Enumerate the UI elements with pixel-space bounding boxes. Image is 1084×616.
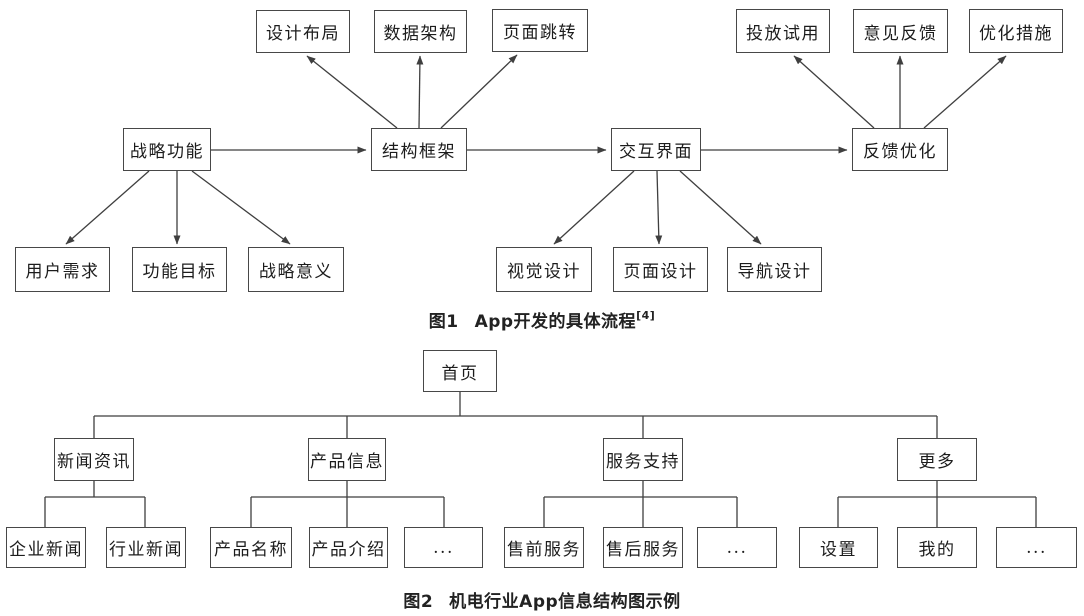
node-product-intro: 产品介绍 [309, 527, 388, 568]
figure1-caption-title: App开发的具体流程 [474, 312, 637, 332]
node-opinion-feedback: 意见反馈 [853, 9, 948, 53]
node-strategy-function: 战略功能 [123, 128, 211, 171]
figure2-caption: 图2 机电行业App信息结构图示例 [0, 587, 1084, 612]
node-structure-framework: 结构框架 [371, 128, 467, 171]
figure1-caption-reference: [4] [636, 309, 656, 323]
node-interaction-interface: 交互界面 [611, 128, 701, 171]
figure1-caption: 图1 App开发的具体流程[4] [0, 307, 1084, 332]
figure2-caption-title: 机电行业App信息结构图示例 [449, 592, 681, 612]
node-launch-trial: 投放试用 [736, 9, 830, 53]
node-optimization-measures: 优化措施 [969, 9, 1063, 53]
node-service-support: 服务支持 [603, 438, 683, 481]
node-page-jump: 页面跳转 [492, 9, 588, 52]
node-feedback-optimization: 反馈优化 [852, 128, 948, 171]
node-strategic-significance: 战略意义 [248, 247, 344, 292]
node-product-name: 产品名称 [210, 527, 292, 568]
node-design-layout: 设计布局 [256, 10, 350, 53]
node-company-news: 企业新闻 [6, 527, 86, 568]
node-news-info: 新闻资讯 [54, 438, 134, 481]
node-home: 首页 [423, 350, 497, 392]
node-industry-news: 行业新闻 [106, 527, 186, 568]
node-mine: 我的 [897, 527, 977, 568]
node-service-ellipsis: ... [697, 527, 777, 568]
node-user-needs: 用户需求 [15, 247, 110, 292]
node-product-ellipsis: ... [404, 527, 483, 568]
node-more-ellipsis: ... [996, 527, 1077, 568]
node-page-design: 页面设计 [613, 247, 708, 292]
node-data-architecture: 数据架构 [374, 10, 467, 53]
node-more: 更多 [897, 438, 977, 481]
node-settings: 设置 [799, 527, 878, 568]
node-visual-design: 视觉设计 [496, 247, 592, 292]
node-function-goals: 功能目标 [132, 247, 227, 292]
figure2-caption-number: 图2 [403, 592, 434, 612]
node-navigation-design: 导航设计 [727, 247, 822, 292]
node-product-info: 产品信息 [308, 438, 386, 481]
node-presale-service: 售前服务 [504, 527, 584, 568]
figure1-caption-number: 图1 [428, 312, 459, 332]
node-aftersale-service: 售后服务 [603, 527, 683, 568]
